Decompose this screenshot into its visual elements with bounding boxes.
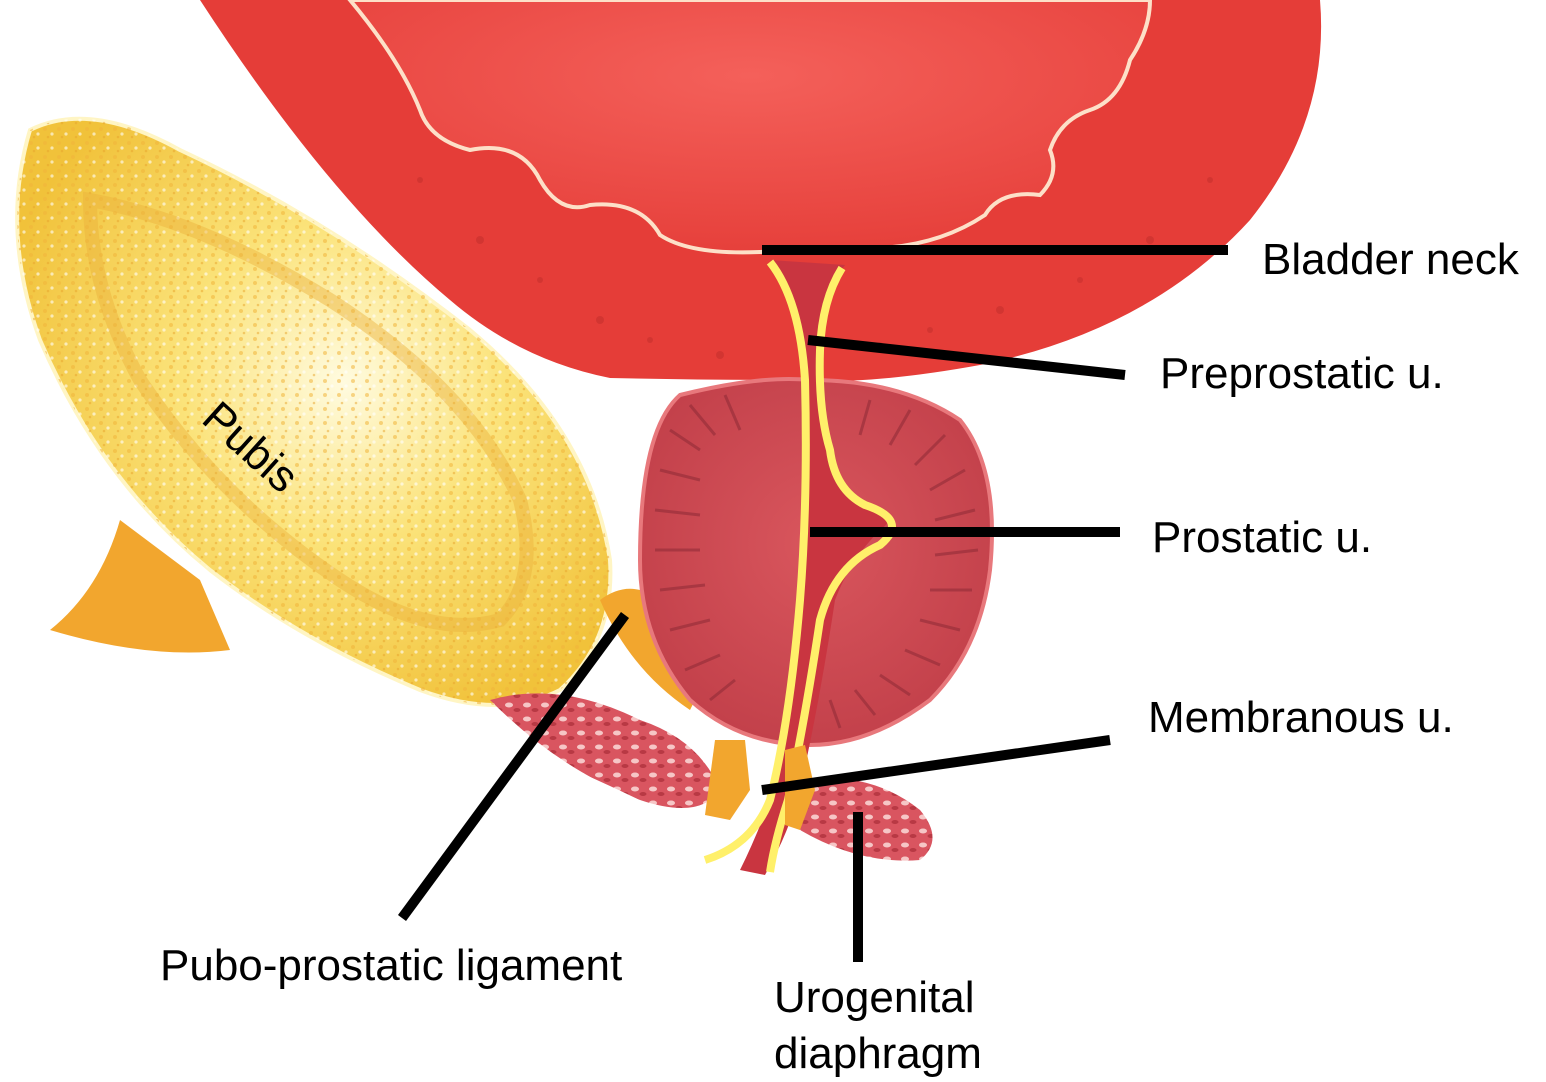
diaphragm-right — [800, 778, 933, 861]
label-membranous-urethra: Membranous u. — [1148, 690, 1454, 745]
label-bladder-neck: Bladder neck — [1262, 232, 1519, 287]
label-urogenital-diaphragm: Urogenital diaphragm — [774, 970, 982, 1082]
label-urogenital-line1: Urogenital — [774, 970, 982, 1026]
label-urogenital-line2: diaphragm — [774, 1026, 982, 1082]
sphincter-left — [705, 740, 750, 820]
label-pubo-prostatic-ligament: Pubo-prostatic ligament — [160, 938, 622, 993]
label-prostatic-urethra: Prostatic u. — [1152, 510, 1372, 565]
label-preprostatic-urethra: Preprostatic u. — [1160, 346, 1444, 401]
leader-membranous — [762, 740, 1110, 790]
